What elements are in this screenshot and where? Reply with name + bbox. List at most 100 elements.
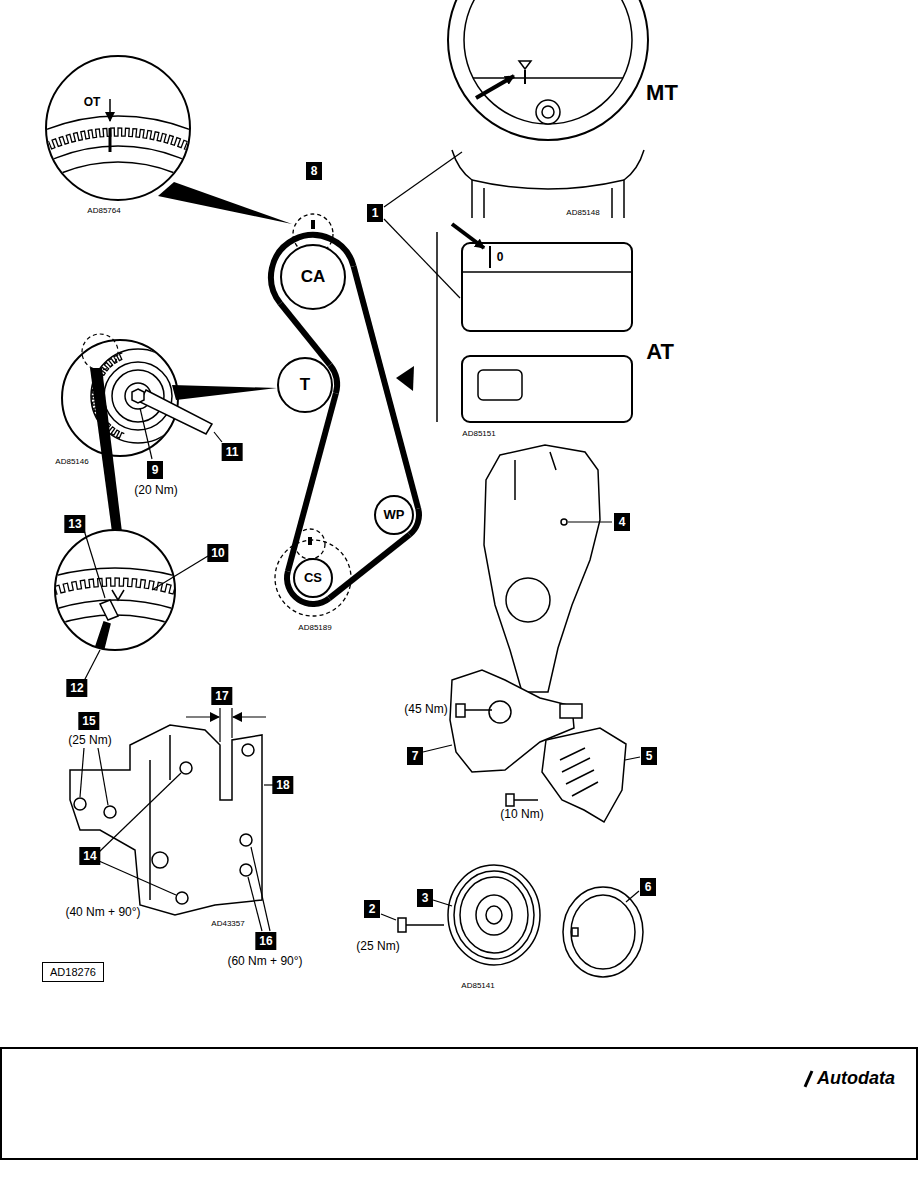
crank-pulley-mt-view	[542, 106, 554, 118]
pulley-bolt	[381, 914, 396, 920]
logo-slash	[805, 1071, 812, 1087]
timing-belt-run	[280, 303, 330, 365]
pulley-outline	[294, 559, 332, 597]
view-label: MT	[646, 81, 678, 105]
timing-mark	[275, 214, 351, 616]
timing-mark-inset	[109, 99, 111, 121]
figure-code: AD85189	[297, 624, 332, 633]
lower-cover	[514, 799, 538, 801]
figure-code: AD43357	[210, 920, 245, 929]
pulley-outline	[278, 358, 332, 412]
crank-pulley-at-view	[489, 246, 491, 268]
callout-number: 8	[306, 162, 322, 180]
tensioner-pointer-inset	[112, 590, 124, 600]
lower-cover	[625, 757, 640, 760]
pulley-outline	[281, 245, 345, 309]
torque-value: (10 Nm)	[499, 808, 544, 821]
callout-number: 1	[367, 204, 383, 222]
guide-washer	[563, 887, 643, 977]
timing-belt-cover	[561, 519, 567, 525]
tensioner-pointer-inset	[0, 568, 347, 1032]
leader-line	[80, 748, 84, 797]
callout-number: 10	[207, 544, 228, 562]
figure-code-box: AD18276	[42, 962, 104, 982]
crank-pulley-mt-view	[476, 76, 514, 98]
timing-belt-run	[288, 393, 336, 571]
belt-teeth	[92, 353, 124, 438]
timing-tick	[308, 537, 312, 545]
figure-code: AD18276	[50, 966, 96, 978]
tensioner-inset	[62, 334, 277, 532]
engine-mounting	[489, 701, 511, 723]
tensioner-pointer-inset	[96, 622, 110, 648]
dimension-line	[219, 708, 220, 742]
tensioner-inset	[140, 408, 152, 459]
leader-line	[384, 152, 462, 298]
engine-mounting-bracket	[70, 725, 262, 915]
dimension-line	[231, 708, 232, 738]
engine-mounting	[423, 745, 452, 752]
pulley-bolt	[406, 924, 444, 926]
crankshaft-pulley-node: CS	[293, 558, 333, 598]
tensioner-pointer-inset	[0, 600, 315, 1000]
leader-line	[384, 219, 460, 298]
torque-value: (25 Nm)	[355, 940, 400, 953]
timing-mark	[275, 540, 351, 616]
torque-value: (20 Nm)	[133, 484, 178, 497]
crank-pulley-mt-view	[519, 61, 531, 69]
timing-mark-label: OT	[83, 96, 102, 109]
crank-pulley-mt-view	[524, 70, 526, 84]
torque-value: (40 Nm + 90°)	[64, 906, 141, 919]
figure-code: AD85141	[460, 982, 495, 991]
pulley-label: T	[300, 376, 310, 395]
callout-number: 15	[78, 712, 99, 730]
tensioner-pointer-inset	[152, 556, 208, 590]
crank-pulley-at-view	[437, 224, 632, 422]
tensioner-inset	[172, 385, 277, 400]
crank-pulley-mt-view	[624, 150, 644, 218]
engine-mounting-bracket	[242, 744, 254, 756]
timing-mark-inset	[0, 116, 314, 508]
tensioner-pointer-inset	[100, 600, 118, 620]
guide-washer	[571, 895, 635, 969]
crankshaft-pulley	[433, 865, 540, 965]
timing-belt-cover	[484, 445, 600, 692]
crank-pulley-at-view	[436, 232, 438, 422]
crank-pulley-mt-view	[484, 188, 612, 218]
engine-mounting-bracket	[180, 762, 192, 774]
crank-pulley-mt-view	[448, 0, 648, 140]
crank-pulley-mt-view	[448, 0, 648, 218]
crank-pulley-at-view	[462, 271, 632, 273]
lower-cover	[542, 728, 626, 822]
view-label: AT	[646, 340, 674, 364]
engine-mounting	[456, 704, 465, 717]
tensioner-pointer-inset	[0, 615, 300, 985]
timing-belt-run	[354, 266, 419, 508]
crank-pulley-mt-view	[452, 150, 472, 218]
crank-pulley-mt-view	[473, 77, 623, 79]
figure-code: AD85148	[565, 209, 600, 218]
engine-mounting-bracket	[176, 892, 188, 904]
pulley-bolt	[381, 914, 444, 932]
tensioner-inset	[104, 362, 172, 430]
pulley-bolt	[398, 918, 406, 932]
crankshaft-pulley	[448, 865, 540, 965]
belt-teeth	[32, 128, 201, 157]
callout-number: 17	[211, 687, 232, 705]
pulley-outline	[375, 496, 413, 534]
callout-number: 9	[147, 461, 163, 479]
callout-number: 18	[272, 776, 293, 794]
callout-number: 11	[222, 443, 243, 461]
engine-mounting-bracket	[240, 834, 252, 846]
pulley-label: WP	[384, 508, 405, 522]
timing-belt-cover	[515, 452, 556, 500]
pulley-label: CS	[304, 571, 322, 585]
lower-cover	[560, 748, 598, 796]
tensioner-inset	[214, 432, 222, 442]
callout-number: 6	[640, 878, 656, 896]
tensioner-pointer-inset	[0, 568, 347, 1032]
belt-teeth	[46, 578, 181, 596]
guide-washer	[572, 928, 578, 936]
callout-number: 12	[66, 679, 87, 697]
callout-number: 4	[614, 513, 630, 531]
